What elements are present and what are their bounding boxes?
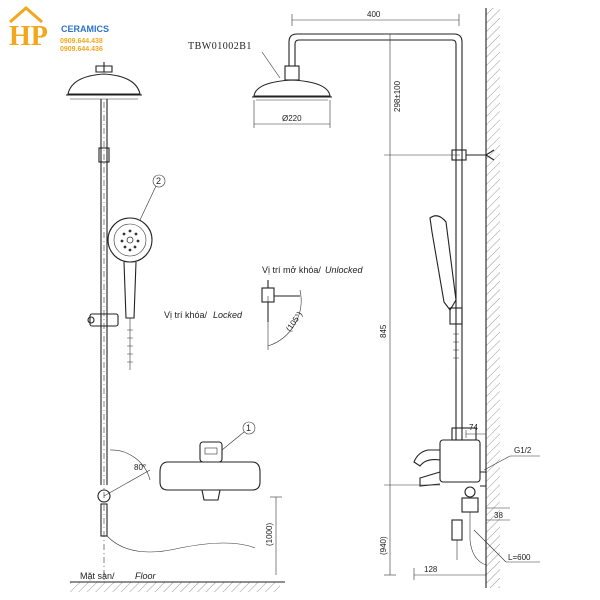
- spout-side: [413, 449, 441, 467]
- lock-detail: Vị trí mở khóa/ Unlocked Vị trí khóa/ Lo…: [164, 265, 364, 350]
- angle-arc-105: [267, 289, 302, 347]
- logo-phone-2: 0909.644.436: [60, 46, 103, 53]
- thread-label: G1/2: [514, 446, 532, 455]
- locked-label-vi: Vị trí khóa/: [164, 310, 208, 320]
- shower-arm-inner: [294, 39, 457, 150]
- hand-shower-side: [429, 215, 457, 311]
- brand-logo: HP CERAMICS 0909.644.438 0909.644.436: [9, 6, 109, 53]
- head-connector: [95, 62, 113, 73]
- front-view: 2 1 80° (1000) Mặt sàn/ Floor: [66, 62, 285, 592]
- dim-38: 38: [494, 511, 503, 520]
- rain-head-front: [67, 73, 141, 95]
- callout-2-label: 2: [156, 176, 161, 186]
- model-number: TBW01002B1: [188, 41, 252, 52]
- mixer-body: [159, 461, 261, 491]
- head-detail: TBW01002B1 Ø220 400: [188, 10, 463, 150]
- riser-joint: [98, 147, 110, 163]
- dim-220: Ø220: [282, 114, 302, 123]
- unlocked-label-en: Unlocked: [325, 265, 364, 275]
- side-view: 298±100 845 (940) 74 G1/2 38 128 L=600: [379, 8, 540, 588]
- mixer-handle: [199, 441, 223, 463]
- floor-label-en: Floor: [135, 571, 157, 581]
- spout-front: [201, 489, 221, 501]
- dim-940: (940): [379, 536, 388, 555]
- logo-phone-1: 0909.644.438: [60, 38, 103, 45]
- callout-1: [242, 421, 256, 435]
- angle-105: (105°): [284, 310, 304, 333]
- hose: [127, 318, 133, 370]
- shower-arm-outer: [288, 33, 463, 150]
- dim-400: 400: [367, 10, 381, 19]
- unlocked-label-vi: Vị trí mở khóa/: [262, 265, 321, 275]
- nozzle-dots-icon: [120, 229, 140, 252]
- wall-bracket: [466, 149, 495, 161]
- dim-298: 298±100: [393, 80, 402, 112]
- floor-label-vi: Mặt sàn/: [80, 571, 115, 581]
- callout-1-label: 1: [246, 423, 251, 433]
- rain-head-side: [253, 79, 331, 97]
- dim-845: 845: [379, 324, 388, 338]
- angle-80: 80°: [134, 463, 146, 472]
- hose-length: L=600: [508, 553, 531, 562]
- dim-74: 74: [469, 423, 478, 432]
- logo-brand: HP: [9, 21, 48, 52]
- locked-label-en: Locked: [213, 310, 243, 320]
- logo-sub: CERAMICS: [61, 24, 109, 34]
- hand-shower-handle: [123, 261, 137, 319]
- dim-1000: (1000): [265, 523, 274, 546]
- front-hose: [106, 535, 256, 553]
- house-roof-icon: [9, 6, 43, 24]
- dim-128: 128: [424, 565, 438, 574]
- mixer-side: [439, 439, 481, 483]
- callout-2: [152, 174, 166, 188]
- hand-shower-head: [107, 217, 153, 263]
- wall: [486, 8, 500, 588]
